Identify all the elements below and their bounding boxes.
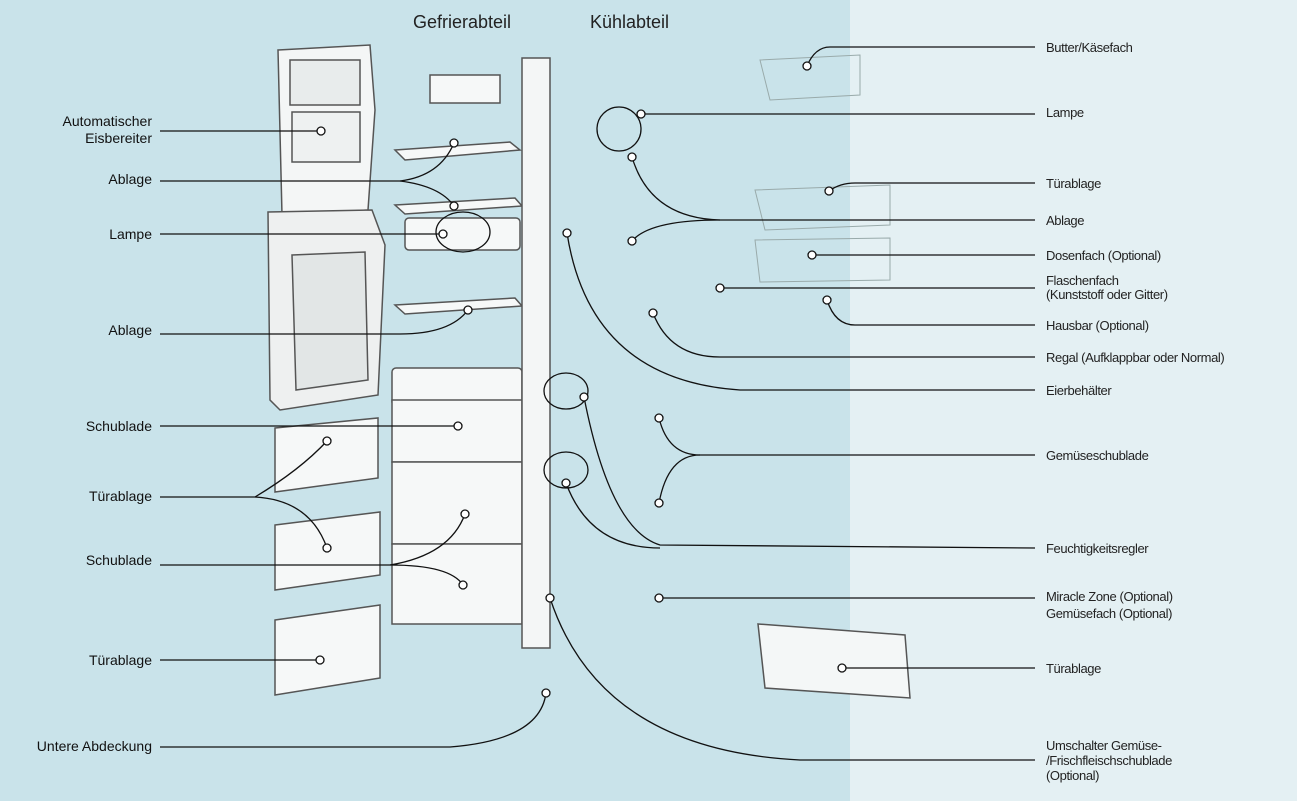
label-ice-maker: Automatischer Eisbereiter — [20, 113, 152, 147]
label-door-shelf-right-2: Türablage — [1046, 660, 1101, 677]
label-shelf-1: Ablage — [20, 171, 152, 188]
label-butter: Butter/Käsefach — [1046, 39, 1133, 56]
label-bottle-rack: Flaschenfach (Kunststoff oder Gitter) — [1046, 274, 1168, 302]
label-switch-line3: (Optional) — [1046, 768, 1172, 783]
label-vegetable-drawer: Gemüseschublade — [1046, 447, 1148, 464]
label-ice-maker-line1: Automatischer — [20, 113, 152, 130]
label-home-bar: Hausbar (Optional) — [1046, 317, 1149, 334]
label-drawer-2: Schublade — [20, 552, 152, 569]
label-door-shelf-right-1: Türablage — [1046, 175, 1101, 192]
center-divider — [522, 58, 550, 648]
fridge-header: Kühlabteil — [590, 12, 669, 33]
label-shelf-right: Ablage — [1046, 212, 1084, 229]
label-ice-maker-line2: Eisbereiter — [20, 130, 152, 147]
label-switch-line2: /Frischfleischschublade — [1046, 753, 1172, 768]
freezer-door-upper — [278, 45, 375, 215]
label-drawer-1: Schublade — [20, 418, 152, 435]
label-rack: Regal (Aufklappbar oder Normal) — [1046, 349, 1224, 366]
label-lamp-right: Lampe — [1046, 104, 1084, 121]
label-lamp-left: Lampe — [20, 226, 152, 243]
label-egg-tray: Eierbehälter — [1046, 382, 1111, 399]
freezer-header: Gefrierabteil — [413, 12, 511, 33]
label-switch-line1: Umschalter Gemüse- — [1046, 738, 1172, 753]
label-miracle-line1: Miracle Zone (Optional) — [1046, 588, 1173, 605]
label-can-tray: Dosenfach (Optional) — [1046, 247, 1161, 264]
label-door-shelf-2: Türablage — [20, 652, 152, 669]
label-miracle-zone: Miracle Zone (Optional) Gemüsefach (Opti… — [1046, 588, 1173, 622]
label-shelf-2: Ablage — [20, 322, 152, 339]
label-bottle-line2: (Kunststoff oder Gitter) — [1046, 288, 1168, 302]
label-door-shelf-1: Türablage — [20, 488, 152, 505]
label-humidity-control: Feuchtigkeitsregler — [1046, 540, 1148, 557]
label-lower-cover: Untere Abdeckung — [0, 738, 152, 755]
label-bottle-line1: Flaschenfach — [1046, 274, 1168, 288]
freezer-door-lower — [268, 210, 385, 410]
label-miracle-line2: Gemüsefach (Optional) — [1046, 605, 1173, 622]
freezer-door-bins — [275, 418, 380, 695]
label-switch: Umschalter Gemüse- /Frischfleischschubla… — [1046, 738, 1172, 783]
